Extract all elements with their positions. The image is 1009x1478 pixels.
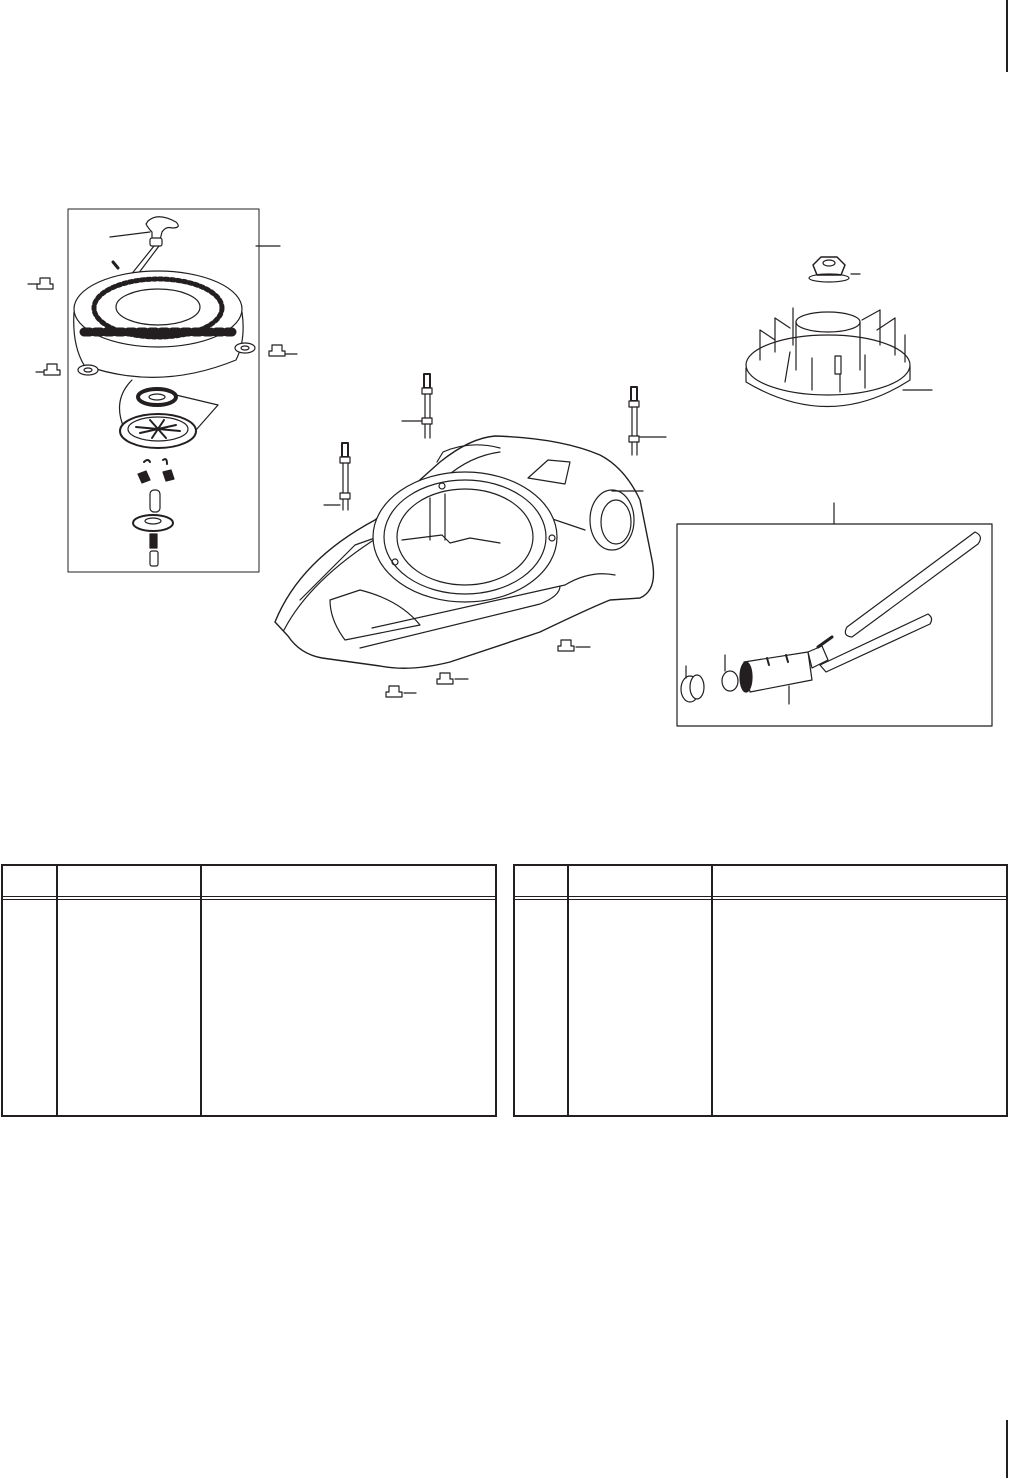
- flange-nut-icon: [35, 363, 61, 376]
- flange-nut-icon: [436, 672, 469, 685]
- table-header-row: [515, 866, 1006, 900]
- exploded-parts-diagram: [27, 208, 993, 727]
- stud-bolt-icon: [401, 373, 433, 439]
- column-divider: [567, 866, 569, 1115]
- starter-handle-icon: [109, 216, 179, 279]
- parts-list-table-left: [1, 864, 497, 1117]
- stud-bolt-icon: [323, 442, 351, 511]
- column-divider: [711, 866, 713, 1115]
- bottom-right-tab-mark: [1006, 1420, 1008, 1478]
- recoil-spring-icon: [136, 387, 178, 407]
- parts-list-table-right: [513, 864, 1008, 1117]
- column-divider: [56, 866, 58, 1115]
- top-right-tab-mark: [1006, 0, 1008, 72]
- muffler-fuel-line-kit: [676, 502, 993, 727]
- flange-nut-icon: [385, 685, 417, 698]
- recoil-starter-assembly: [27, 208, 298, 573]
- starter-pulley-icon: [119, 413, 197, 449]
- cooling-fan-icon: [745, 307, 933, 408]
- flange-nut-icon: [27, 277, 54, 290]
- flange-nut-icon: [268, 344, 298, 357]
- starter-cover-icon: [73, 270, 256, 378]
- blower-housing: [274, 373, 667, 698]
- table-header-row: [3, 866, 495, 900]
- stud-bolt-icon: [628, 386, 667, 456]
- flywheel-fan: [745, 256, 933, 408]
- hex-nut-icon: [808, 256, 861, 283]
- column-divider: [200, 866, 202, 1115]
- flange-nut-icon: [557, 639, 591, 652]
